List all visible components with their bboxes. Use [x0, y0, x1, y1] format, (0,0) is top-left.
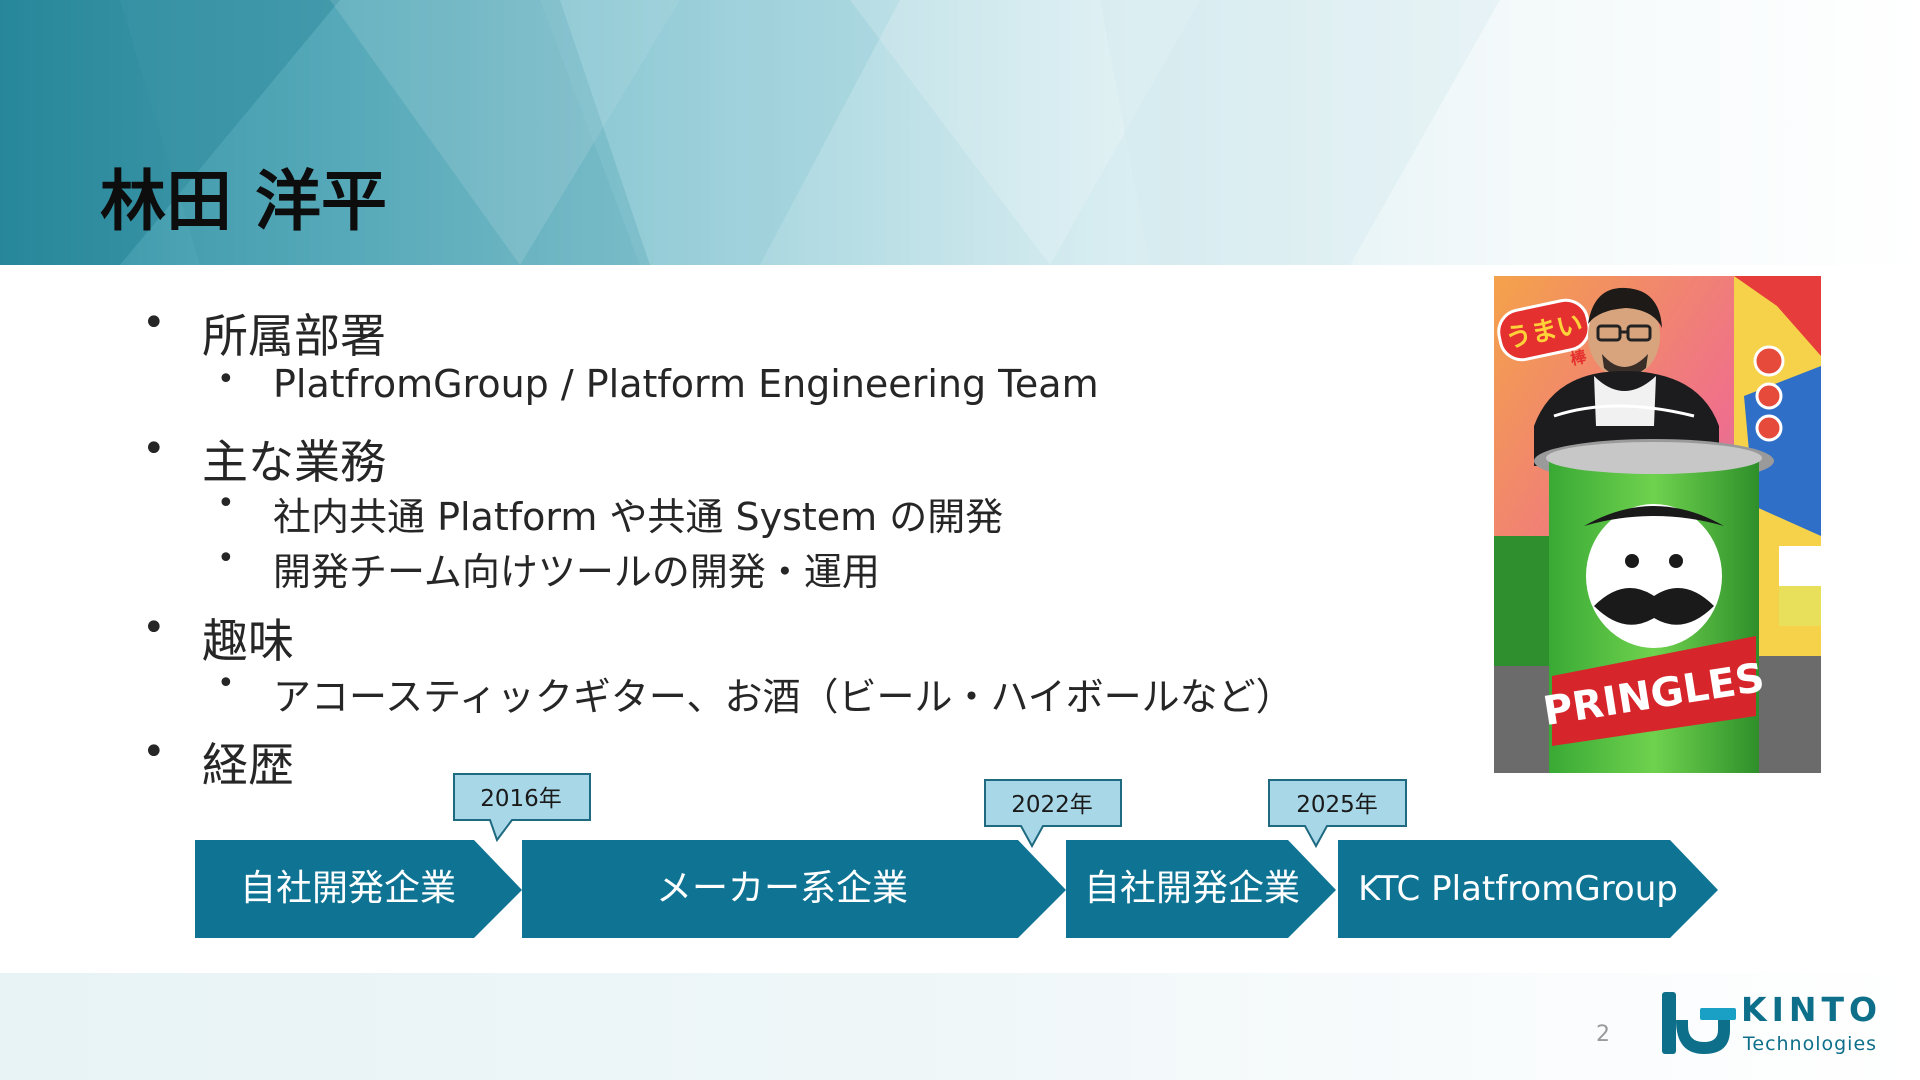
- timeline-arrow-4: [1338, 840, 1718, 938]
- year-callout-3: [1268, 779, 1407, 849]
- hobby-label: 趣味: [202, 614, 294, 668]
- hobby-value: アコースティックギター、お酒（ビール・ハイボールなど）: [273, 675, 1294, 719]
- timeline-arrow-3: [1066, 840, 1336, 938]
- sub-bullet-department: • PlatfromGroup / Platform Engineering T…: [217, 362, 1099, 406]
- bullet-dot: •: [217, 362, 235, 397]
- bullet-dot: •: [142, 605, 166, 651]
- duty-item: 社内共通 Platform や共通 System の開発: [273, 495, 1004, 539]
- year-callout-1: [453, 773, 591, 843]
- bullet-dot: •: [142, 729, 166, 775]
- department-value: PlatfromGroup / Platform Engineering Tea…: [273, 362, 1099, 406]
- duties-label: 主な業務: [202, 435, 386, 489]
- timeline-arrow-1: [195, 840, 522, 938]
- logo-sub: Technologies: [1743, 1033, 1878, 1055]
- year-label-3: 2025年: [1296, 792, 1378, 818]
- sign-sub: 棒: [1569, 347, 1590, 369]
- timeline-arrow-2: [522, 840, 1066, 938]
- year-label-2: 2022年: [1011, 792, 1093, 818]
- duty-item: 開発チーム向けツールの開発・運用: [273, 550, 880, 594]
- profile-photo: うまい 棒 PRINGLES: [1494, 276, 1821, 773]
- timeline-stage-2: メーカー系企業: [656, 868, 908, 909]
- bullet-dot: •: [142, 426, 166, 472]
- bullet-duties: • 主な業務: [142, 426, 386, 492]
- bullet-dot: •: [142, 300, 166, 346]
- kinto-logo: KINTO Technologies: [1660, 986, 1890, 1060]
- header-decoration: [0, 0, 1500, 265]
- footer-band: [0, 973, 1920, 1080]
- bullet-dot: •: [217, 666, 235, 701]
- department-label: 所属部署: [202, 309, 386, 363]
- header-band: 林田 洋平: [0, 0, 1920, 265]
- timeline-stage-1: 自社開発企業: [240, 868, 456, 909]
- sub-bullet-hobby: • アコースティックギター、お酒（ビール・ハイボールなど）: [217, 666, 1294, 721]
- logo-name: KINTO: [1741, 990, 1883, 1029]
- bullet-dot: •: [217, 486, 235, 521]
- bullet-hobby: • 趣味: [142, 605, 294, 671]
- slide-title: 林田 洋平: [100, 163, 387, 240]
- year-callout-2: [984, 779, 1122, 849]
- sub-bullet-duty-1: • 社内共通 Platform や共通 System の開発: [217, 486, 1004, 541]
- timeline-stage-4: KTC PlatfromGroup: [1358, 869, 1678, 909]
- year-label-1: 2016年: [480, 786, 562, 812]
- career-label: 経歴: [202, 738, 294, 792]
- timeline-stage-3: 自社開発企業: [1084, 868, 1300, 909]
- sub-bullet-duty-2: • 開発チーム向けツールの開発・運用: [217, 541, 880, 596]
- bullet-dot: •: [217, 541, 235, 576]
- bullet-career: • 経歴: [142, 729, 294, 795]
- kinto-logo-icon: [1662, 992, 1736, 1054]
- page-number: 2: [1596, 1022, 1610, 1047]
- bullet-list: • 所属部署 • PlatfromGroup / Platform Engine…: [142, 300, 1294, 795]
- bullet-department: • 所属部署: [142, 300, 386, 366]
